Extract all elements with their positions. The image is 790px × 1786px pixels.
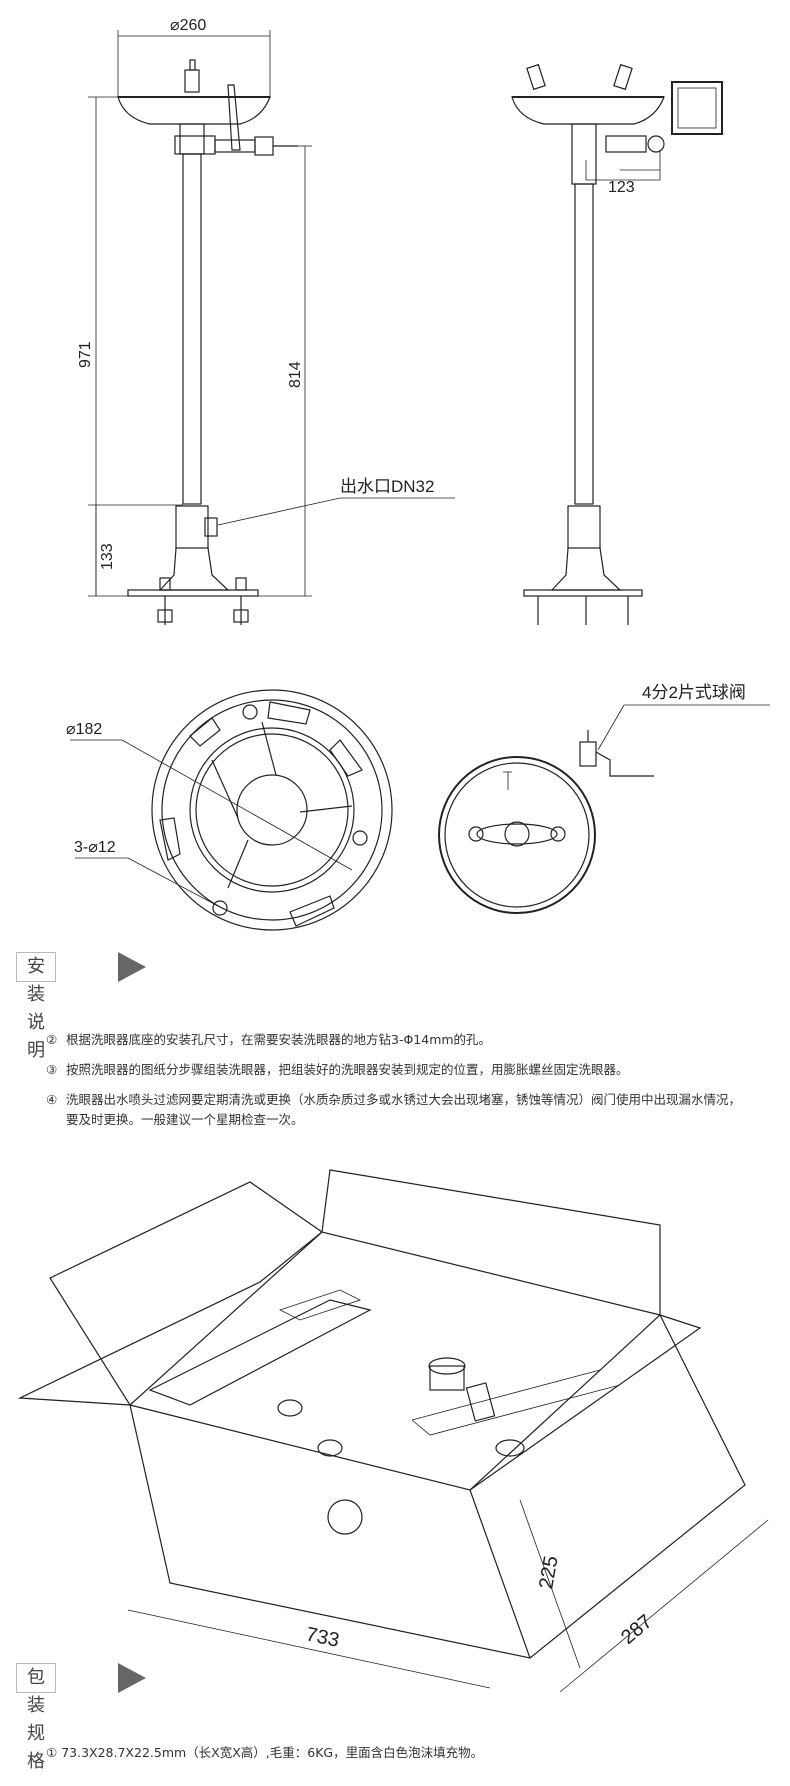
list-item: ③ 按照洗眼器的图纸分步骤组装洗眼器，把组装好的洗眼器安装到规定的位置，用膨胀螺… <box>46 1062 629 1077</box>
label-valve: 4分2片式球阀 <box>642 683 746 702</box>
label-holes: 3-⌀12 <box>74 839 116 856</box>
label-diameter-top: ⌀260 <box>170 17 206 34</box>
install-section-title: 安装说明 <box>16 952 56 1061</box>
label-height-base: 133 <box>99 543 116 570</box>
pack-section-title: 包装规格 <box>16 1663 56 1772</box>
base-top-view <box>70 689 393 931</box>
front-view <box>117 59 298 625</box>
install-notes: ② 根据洗眼器底座的安装孔尺寸，在需要安装洗眼器的地方钻3-Φ14mm的孔。 ③… <box>46 1030 746 1140</box>
packing-box <box>17 1169 769 1693</box>
label-side-offset: 123 <box>608 179 635 196</box>
label-height-total: 971 <box>77 341 94 368</box>
label-outlet: 出水口DN32 <box>340 477 434 496</box>
front-dimensions <box>88 30 455 597</box>
label-base-diameter: ⌀182 <box>66 721 102 738</box>
pack-note: ① 73.3X28.7X22.5mm（长X宽X高）,毛重：6KG，里面含白色泡沫… <box>46 1745 484 1760</box>
arrow-icon <box>118 1663 146 1693</box>
label-height-outlet: 814 <box>287 361 304 388</box>
arrow-icon <box>118 952 146 982</box>
label-box-width: 287 <box>617 1611 657 1649</box>
basin-top-view <box>438 704 770 914</box>
side-view <box>511 63 723 625</box>
label-box-height: 225 <box>535 1554 562 1591</box>
label-box-length: 733 <box>304 1623 341 1651</box>
list-item: ④ 洗眼器出水喷头过滤网要定期清洗或更换（水质杂质过多或水锈过大会出现堵塞，锈蚀… <box>46 1092 742 1127</box>
list-item: ② 根据洗眼器底座的安装孔尺寸，在需要安装洗眼器的地方钻3-Φ14mm的孔。 <box>46 1032 492 1047</box>
